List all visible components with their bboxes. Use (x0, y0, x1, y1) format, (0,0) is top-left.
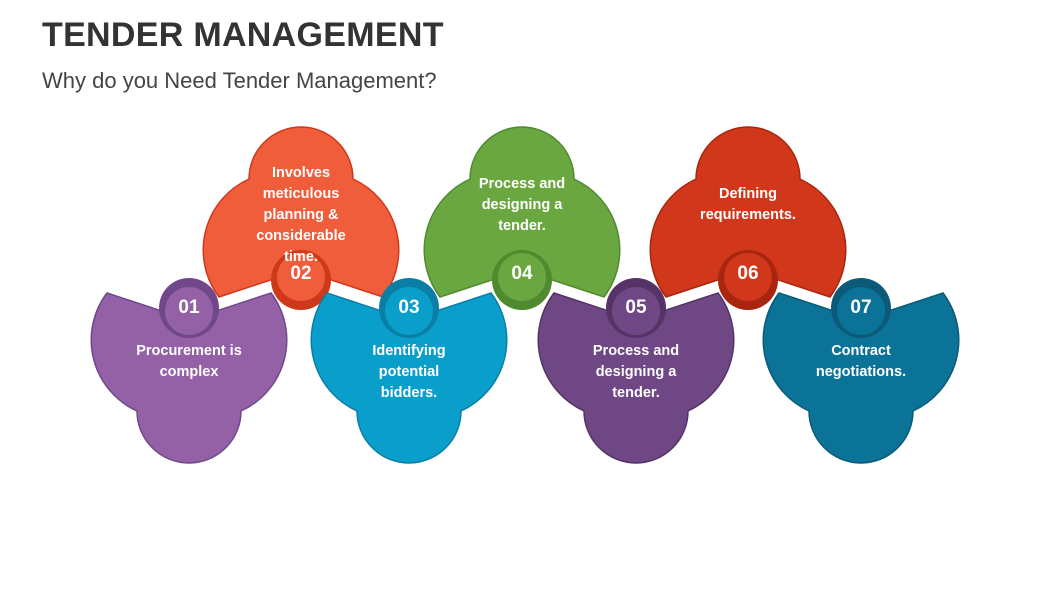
step-05-badge (612, 287, 660, 335)
step-number: 04 (511, 263, 533, 284)
step-01-shape (90, 292, 288, 464)
step-04-shape (423, 126, 621, 298)
step-description: Identifying potential bidders. (372, 343, 446, 401)
step-description: Defining requirements. (700, 186, 796, 223)
step-01-body (90, 292, 288, 464)
step-03-body (310, 292, 508, 464)
step-04-badge (498, 253, 546, 301)
step-05-body (537, 292, 735, 464)
step-06-badge (724, 253, 772, 301)
step-07-body (762, 292, 960, 464)
slide-title: TENDER MANAGEMENT (42, 16, 444, 54)
step-03-shape (310, 292, 508, 464)
step-number: 01 (178, 297, 200, 318)
step-number: 02 (290, 263, 312, 284)
step-07-badge (837, 287, 885, 335)
step-07-shape (762, 292, 960, 464)
step-number: 03 (398, 297, 420, 318)
slide-subtitle: Why do you Need Tender Management? (42, 68, 437, 93)
step-05-shape (537, 292, 735, 464)
step-description: Involves meticulous planning & considera… (256, 165, 346, 265)
step-description: Process and designing a tender. (592, 343, 680, 401)
step-number: 07 (850, 297, 872, 318)
step-description: Process and designing a tender. (478, 175, 566, 234)
step-description: Contract negotiations. (815, 343, 907, 380)
step-number: 06 (737, 263, 759, 284)
step-description: Procurement is complex (136, 343, 242, 380)
step-02-shape (202, 126, 400, 298)
step-04-body (423, 126, 621, 298)
step-02-body (202, 126, 400, 298)
step-06-shape (649, 126, 847, 298)
step-01-badge (165, 287, 213, 335)
step-number: 05 (625, 297, 647, 318)
step-06-body (649, 126, 847, 298)
step-03-badge (385, 287, 433, 335)
step-02-badge (277, 253, 325, 301)
